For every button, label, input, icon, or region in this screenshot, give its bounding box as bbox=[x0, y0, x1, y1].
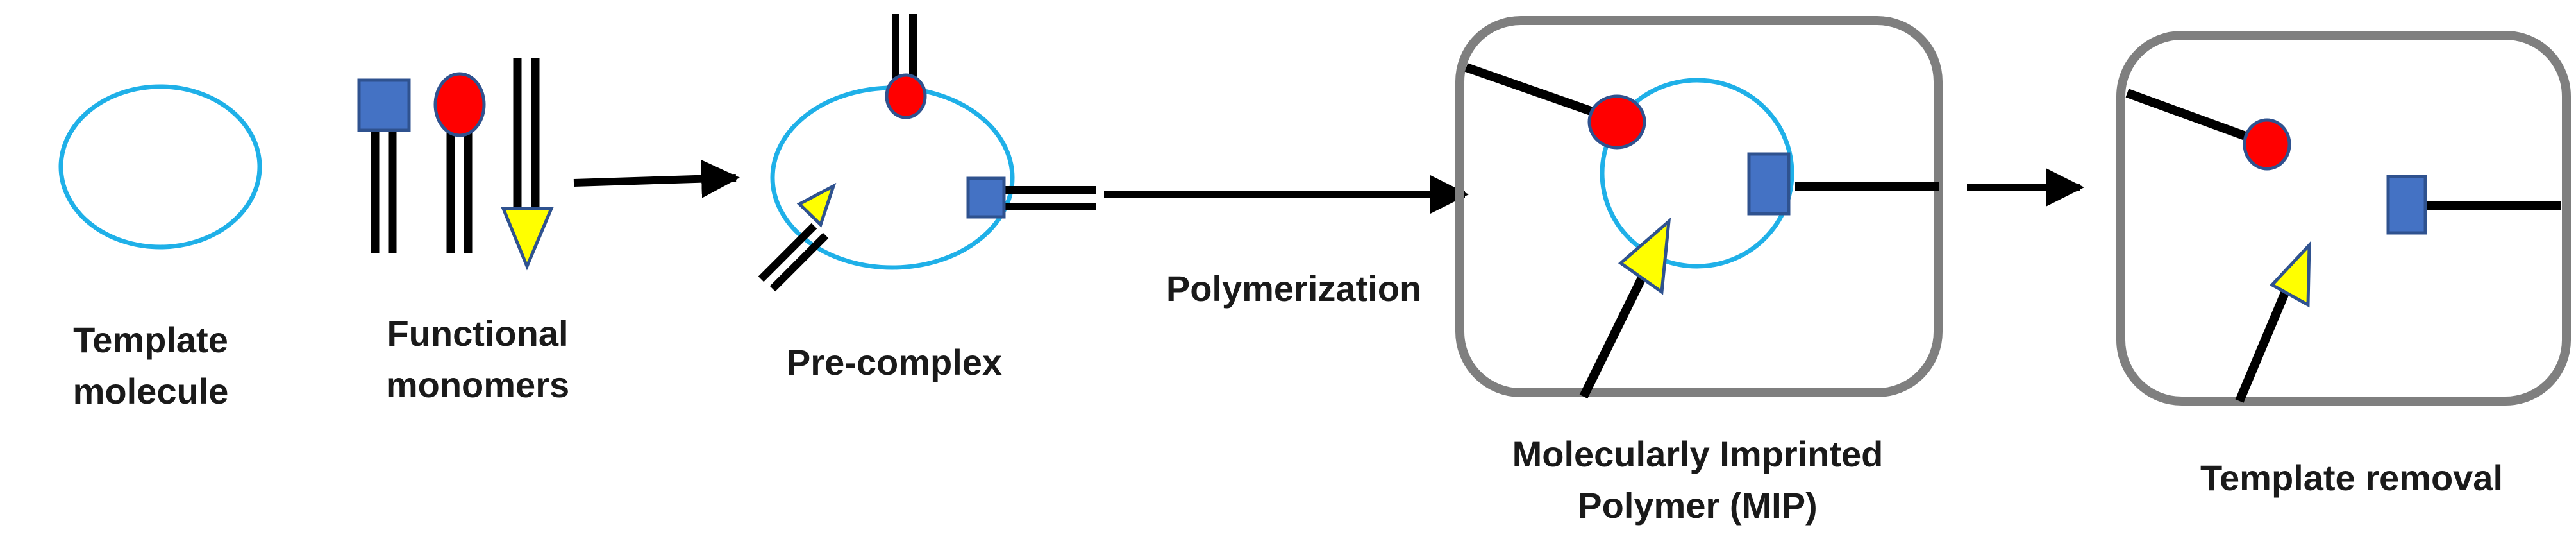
triangle-monomer bbox=[501, 58, 554, 271]
template-molecule-shape bbox=[58, 84, 262, 250]
template-molecule-label: Template molecule bbox=[73, 314, 229, 417]
arrow-to-pre-complex bbox=[573, 159, 740, 198]
mip-box bbox=[1455, 16, 1943, 399]
template-removal-label: Template removal bbox=[2200, 458, 2504, 498]
template-molecule-label-line1: Template bbox=[73, 320, 228, 360]
square-monomer bbox=[357, 78, 411, 253]
mip-label-line1: Molecularly Imprinted bbox=[1512, 434, 1884, 474]
pre-complex-shape bbox=[758, 14, 1096, 292]
mip-label-line2: Polymer (MIP) bbox=[1578, 485, 1818, 526]
mip-label: Molecularly Imprinted Polymer (MIP) bbox=[1512, 429, 1884, 531]
pre-complex-label: Pre-complex bbox=[786, 342, 1003, 382]
circle-monomer bbox=[433, 72, 486, 253]
functional-monomers-group bbox=[357, 58, 554, 271]
polymerization-label: Polymerization bbox=[1166, 268, 1422, 309]
functional-monomers-label: Functional monomers bbox=[386, 308, 569, 411]
template-molecule-label-line2: molecule bbox=[72, 371, 229, 411]
functional-monomers-label-line2: monomers bbox=[385, 364, 570, 405]
template-removal-box bbox=[2116, 31, 2571, 406]
functional-monomers-label-line1: Functional bbox=[387, 313, 569, 354]
